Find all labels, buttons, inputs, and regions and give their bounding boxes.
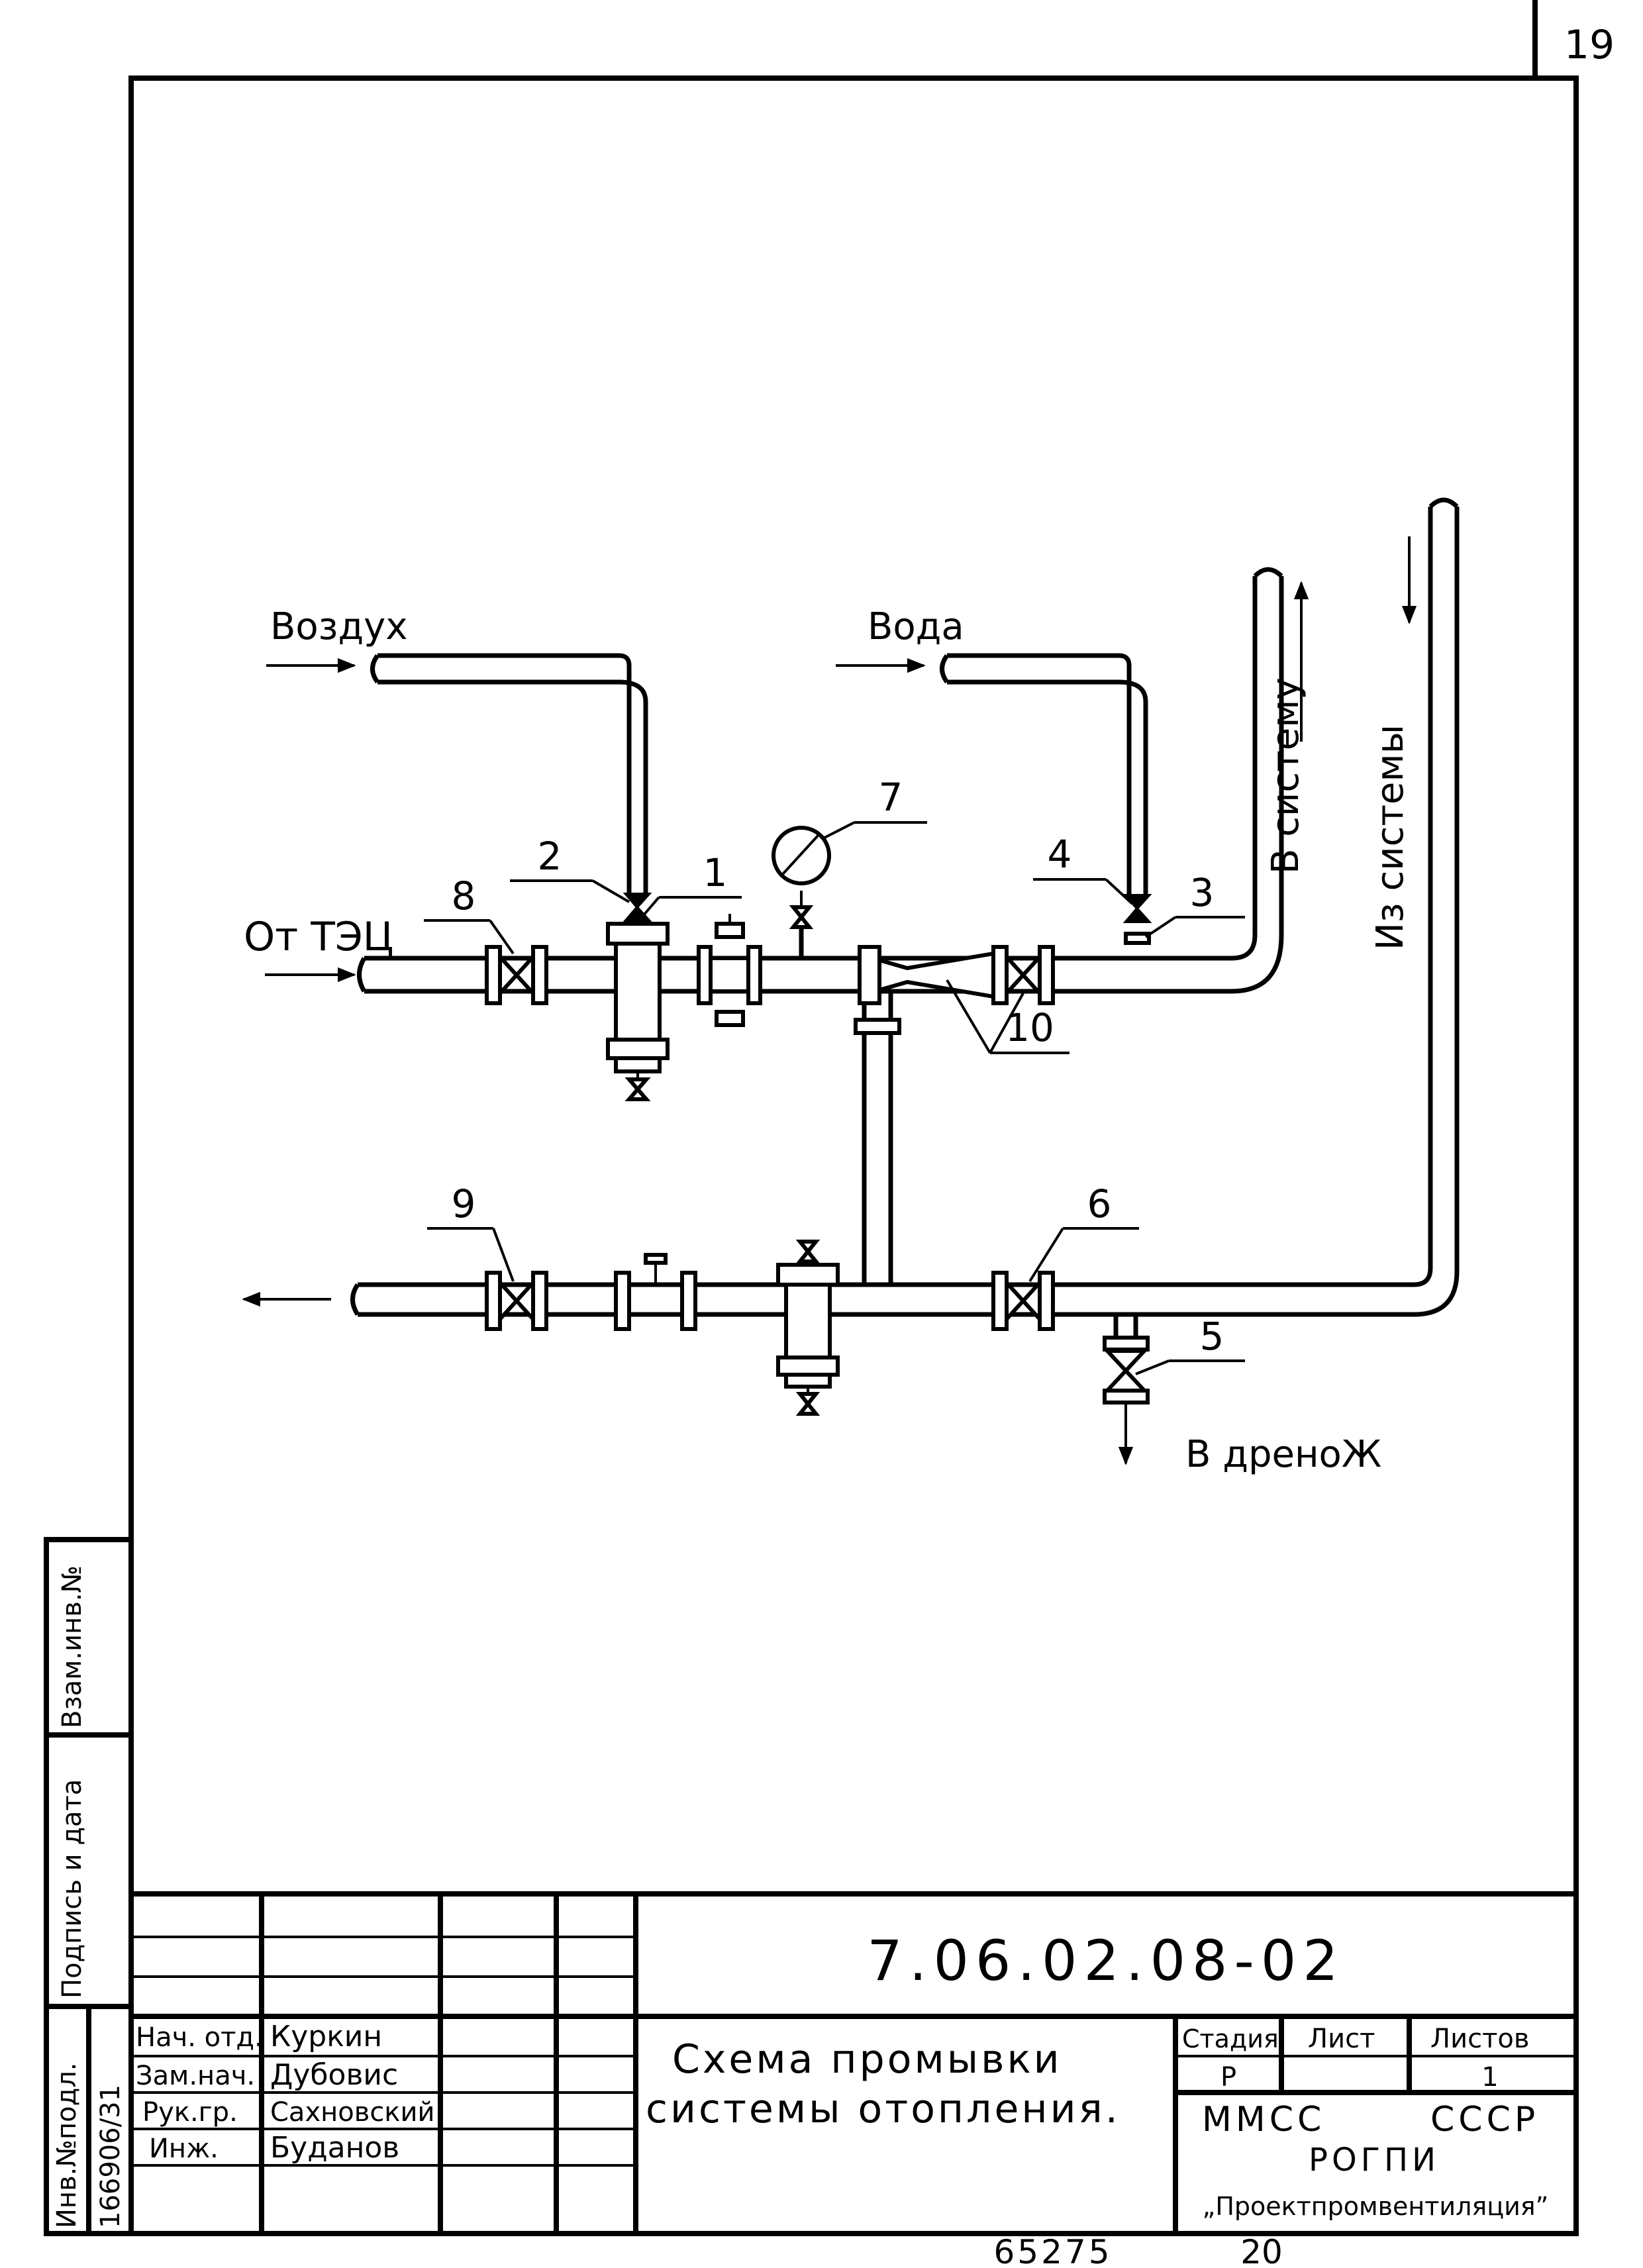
label-air: Воздух <box>270 605 407 648</box>
piping-schematic <box>242 497 1460 1465</box>
vertical-connector-pipe <box>854 991 901 1285</box>
water-pipe <box>836 653 1148 894</box>
bottom-page: 20 <box>1240 2233 1283 2268</box>
flow-meter <box>614 1253 697 1331</box>
label-water: Вода <box>868 605 964 648</box>
stamp-replace-inv: Взам.инв.№ <box>57 1565 87 1728</box>
callout-6: 6 <box>1087 1181 1112 1226</box>
title-line-1: Схема промывки <box>672 2036 1062 2083</box>
callout-9: 9 <box>452 1181 476 1226</box>
lower-main-pipe <box>242 1282 1060 1317</box>
callout-numbers: 1 2 3 4 5 6 7 8 9 10 <box>452 775 1224 1359</box>
side-stamp: Взам.инв.№ Подпись и дата Инв.№подл. 166… <box>44 1537 134 2236</box>
sheet-header: Лист <box>1308 2024 1375 2054</box>
callout-10: 10 <box>1005 1005 1054 1050</box>
valve-9 <box>485 1271 548 1331</box>
jet-pump-10 <box>858 945 995 1005</box>
stamp-sign-date: Подпись и дата <box>57 1779 87 1998</box>
label-to-drain: В дреноЖ <box>1185 1433 1381 1476</box>
callout-4: 4 <box>1048 832 1072 877</box>
role-group-lead: Рук.гр. <box>142 2097 238 2128</box>
sheet-number-corner: 19 <box>1532 0 1615 78</box>
stage-header: Стадия <box>1182 2024 1279 2053</box>
title-block: 7.06.02.08-02 Схема промывки системы ото… <box>131 1891 1576 2234</box>
role-head-dept: Нач. отд. <box>136 2022 263 2053</box>
upper-main-pipe <box>357 567 1284 994</box>
air-pipe <box>266 653 648 894</box>
mud-separator-lower <box>776 1240 840 1416</box>
stamp-inv-orig-value: 166906/31 <box>95 2085 126 2228</box>
valve-2 <box>622 893 652 922</box>
stamp-inv-orig: Инв.№подл. <box>52 2062 82 2228</box>
callout-7: 7 <box>879 775 903 820</box>
label-to-system: В систему <box>1264 677 1307 874</box>
valve-10 <box>991 945 1055 1005</box>
bottom-code: 65275 <box>993 2233 1112 2268</box>
label-from-chp: От ТЭЦ <box>244 914 393 960</box>
sheet-number: 19 <box>1564 22 1615 68</box>
mud-separator-1 <box>606 922 670 1101</box>
name-2: Дубовис <box>270 2058 398 2092</box>
role-engineer: Инж. <box>149 2134 219 2164</box>
title-line-2: системы отопления. <box>646 2086 1120 2132</box>
callout-2: 2 <box>538 834 562 879</box>
doc-code: 7.06.02.08-02 <box>867 1928 1344 1993</box>
cross-fitting <box>697 914 762 1027</box>
org-line-3: „Проектпромвентиляция” <box>1203 2192 1549 2221</box>
callout-5: 5 <box>1200 1314 1224 1359</box>
role-deputy: Зам.нач. <box>136 2061 255 2091</box>
sheets-header: Листов <box>1430 2024 1529 2054</box>
org-line-1: ММСС <box>1202 2100 1325 2140</box>
drain-valve-5 <box>1103 1314 1150 1465</box>
pressure-gauge-7 <box>772 826 831 958</box>
callout-leaders <box>424 821 1245 1375</box>
name-1: Куркин <box>270 2020 382 2053</box>
callout-3: 3 <box>1190 870 1215 915</box>
valve-8 <box>485 945 548 1005</box>
stage-value: Р <box>1220 2062 1236 2093</box>
flow-labels: Воздух Вода От ТЭЦ В систему Из системы … <box>244 605 1412 1476</box>
callout-8: 8 <box>452 873 476 918</box>
name-4: Буданов <box>270 2131 399 2165</box>
from-system-pipe <box>1060 497 1460 1317</box>
valve-6 <box>991 1271 1055 1331</box>
org-line-2: РОГПИ <box>1309 2142 1440 2179</box>
label-from-system: Из системы <box>1369 724 1412 950</box>
sheets-value: 1 <box>1481 2062 1498 2093</box>
drawing-frame <box>128 75 1579 2236</box>
org-line-1b: СССР <box>1430 2100 1539 2140</box>
name-3: Сахновский <box>270 2097 434 2128</box>
callout-1: 1 <box>703 850 728 895</box>
